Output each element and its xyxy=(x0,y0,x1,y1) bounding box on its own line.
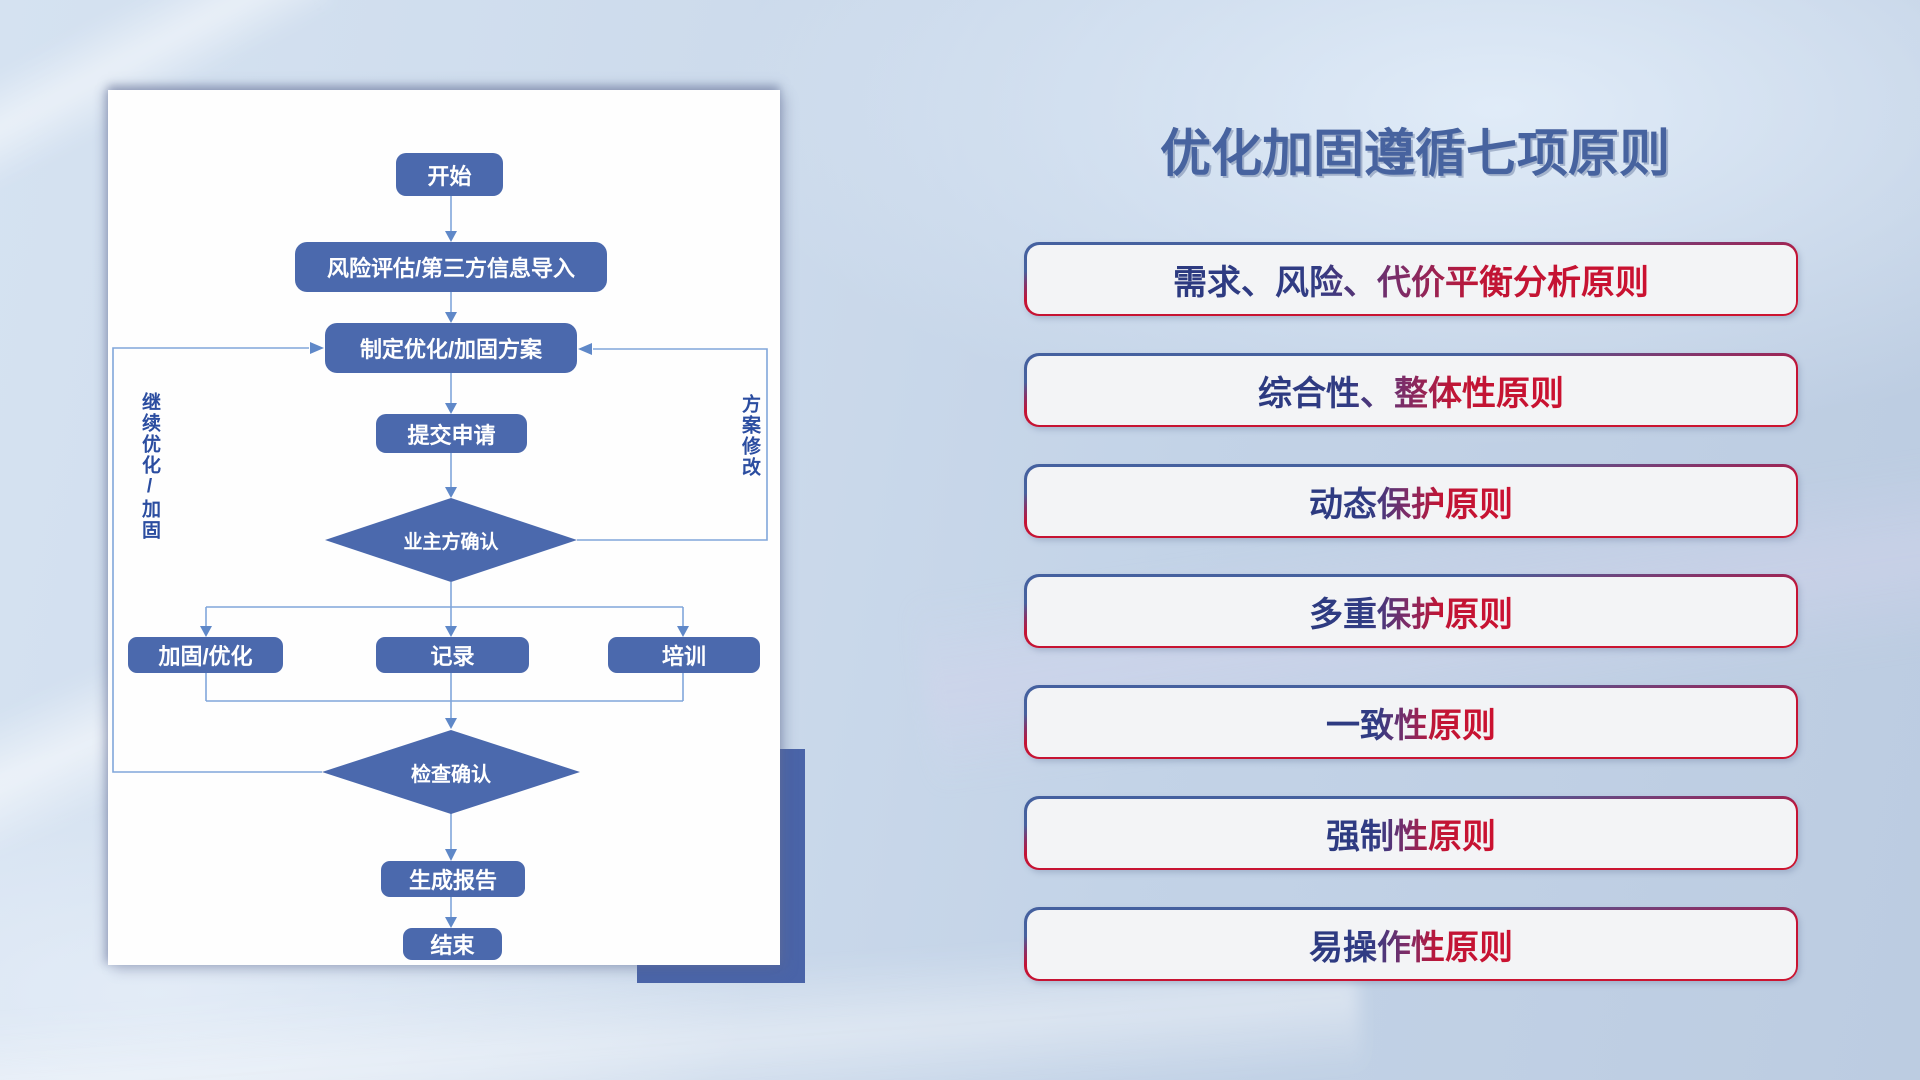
flow-node-report-label: 生成报告 xyxy=(408,868,497,893)
flow-node-make-plan: 制定优化/加固方案 xyxy=(325,323,577,373)
loop-label-plan-modify: 方案修改 xyxy=(739,394,760,478)
principle-5-label: 一致性原则 xyxy=(1326,698,1496,747)
flow-node-record: 记录 xyxy=(376,637,529,673)
flow-node-risk-label: 风险评估/第三方信息导入 xyxy=(326,256,576,281)
principle-box-1-inner: 需求、风险、代价平衡分析原则 xyxy=(1026,244,1796,314)
flow-node-generate-report: 生成报告 xyxy=(381,861,525,897)
principle-4-label: 多重保护原则 xyxy=(1309,587,1513,636)
principle-box-2-inner: 综合性、整体性原则 xyxy=(1026,355,1796,425)
principle-box-6: 强制性原则 xyxy=(1024,796,1798,870)
flow-node-start: 开始 xyxy=(396,153,503,196)
flow-node-end-label: 结束 xyxy=(430,933,475,958)
principle-box-6-inner: 强制性原则 xyxy=(1026,798,1796,868)
principle-box-4: 多重保护原则 xyxy=(1024,574,1798,648)
right-panel-title: 优化加固遵循七项原则 xyxy=(1159,125,1670,182)
loop-label-continue-optimize: 继续优化/加固 xyxy=(139,392,160,541)
flow-node-reinforce-label: 加固/优化 xyxy=(158,644,253,669)
principle-box-5-inner: 一致性原则 xyxy=(1026,687,1796,757)
flow-node-submit-label: 提交申请 xyxy=(407,422,496,448)
principle-3-label: 动态保护原则 xyxy=(1309,477,1513,526)
flow-node-end: 结束 xyxy=(403,928,502,960)
principle-1-label: 需求、风险、代价平衡分析原则 xyxy=(1173,255,1649,304)
principle-box-3: 动态保护原则 xyxy=(1024,464,1798,538)
principle-box-1: 需求、风险、代价平衡分析原则 xyxy=(1024,242,1798,316)
flow-decision-owner-label: 业主方确认 xyxy=(403,531,499,553)
principle-7-label: 易操作性原则 xyxy=(1309,920,1513,969)
principle-box-7-inner: 易操作性原则 xyxy=(1026,909,1796,979)
flow-node-training: 培训 xyxy=(608,637,760,673)
principle-box-2: 综合性、整体性原则 xyxy=(1024,353,1798,427)
flow-node-risk-assessment: 风险评估/第三方信息导入 xyxy=(295,242,607,292)
flow-node-record-label: 记录 xyxy=(430,644,475,669)
flow-node-training-label: 培训 xyxy=(661,644,706,669)
flow-node-start-label: 开始 xyxy=(427,163,472,189)
principle-box-3-inner: 动态保护原则 xyxy=(1026,466,1796,536)
flow-decision-check-label: 检查确认 xyxy=(411,763,491,786)
flow-node-plan-label: 制定优化/加固方案 xyxy=(359,337,543,362)
flow-node-reinforce-optimize: 加固/优化 xyxy=(128,637,283,673)
principle-box-7: 易操作性原则 xyxy=(1024,907,1798,981)
principle-6-label: 强制性原则 xyxy=(1326,809,1496,858)
principle-2-label: 综合性、整体性原则 xyxy=(1258,366,1564,415)
flow-node-submit-request: 提交申请 xyxy=(376,414,527,453)
principle-box-4-inner: 多重保护原则 xyxy=(1026,576,1796,646)
principle-box-5: 一致性原则 xyxy=(1024,685,1798,759)
